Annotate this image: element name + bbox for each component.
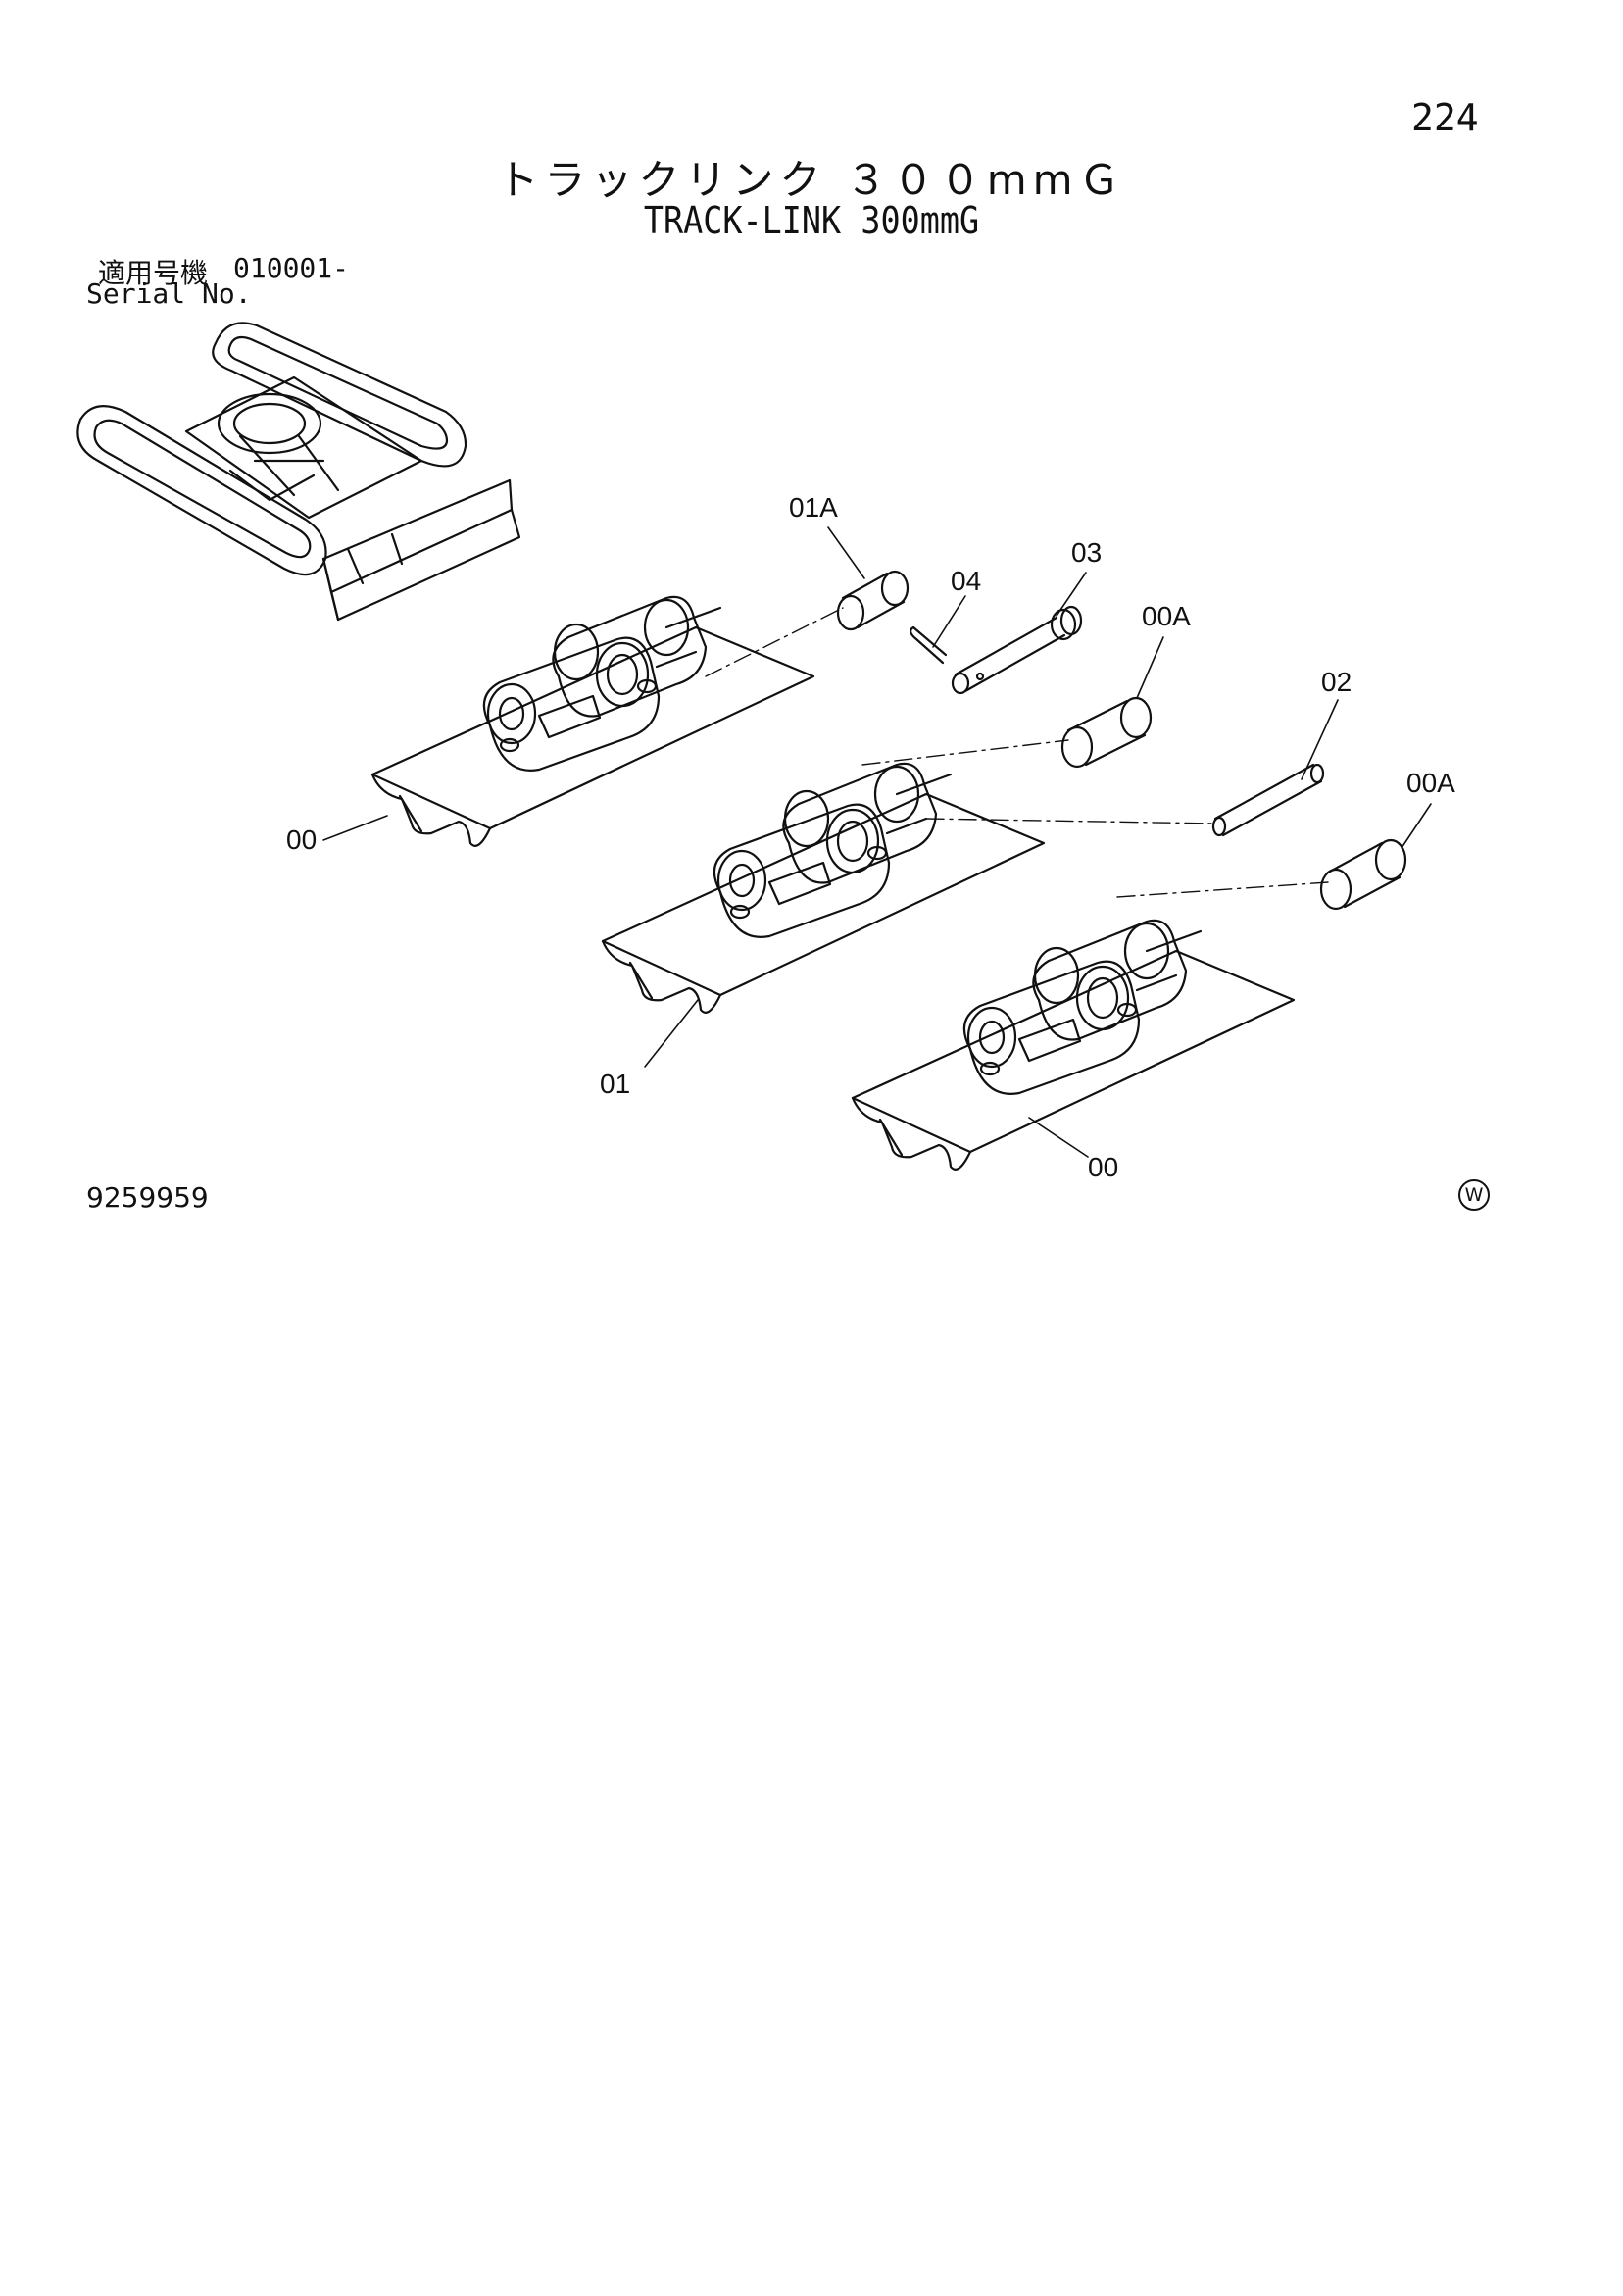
callout-00-bottom: 00 bbox=[1088, 1152, 1118, 1182]
pin-02 bbox=[1211, 763, 1325, 837]
title-english: TRACK-LINK 300mmG bbox=[643, 199, 980, 242]
serial-label-english: Serial No. bbox=[86, 277, 252, 310]
w-circle-mark: W bbox=[1458, 1179, 1490, 1211]
callout-00-top: 00 bbox=[286, 824, 317, 855]
callout-01a: 01A bbox=[789, 492, 838, 523]
drawing-number: 9259959 bbox=[86, 1181, 209, 1214]
callout-04: 04 bbox=[951, 566, 981, 596]
split-pin-04 bbox=[910, 625, 948, 665]
title-japanese: トラックリンク ３００mmＧ bbox=[497, 156, 1126, 204]
page-number: 224 bbox=[1411, 96, 1479, 139]
callout-03: 03 bbox=[1071, 537, 1102, 568]
callout-00a-top: 00A bbox=[1142, 601, 1191, 631]
callout-02: 02 bbox=[1321, 667, 1352, 697]
callout-00a-bottom: 00A bbox=[1406, 768, 1455, 798]
master-pin-03 bbox=[951, 605, 1083, 695]
track-shoe-bottom bbox=[851, 919, 1296, 1171]
assembly-axes bbox=[705, 607, 1329, 898]
callout-01: 01 bbox=[600, 1069, 630, 1099]
bushing-00a-top bbox=[1060, 696, 1153, 769]
track-shoe-top bbox=[370, 595, 815, 847]
leader-lines bbox=[322, 526, 1432, 1158]
bushing-00a-bottom bbox=[1319, 838, 1407, 911]
track-shoe-middle bbox=[601, 762, 1046, 1014]
undercarriage-overview bbox=[76, 322, 521, 622]
serial-label-japanese: 適用号機 bbox=[98, 257, 209, 289]
serial-value: 010001- bbox=[233, 252, 350, 284]
bushing-01a bbox=[836, 570, 910, 631]
